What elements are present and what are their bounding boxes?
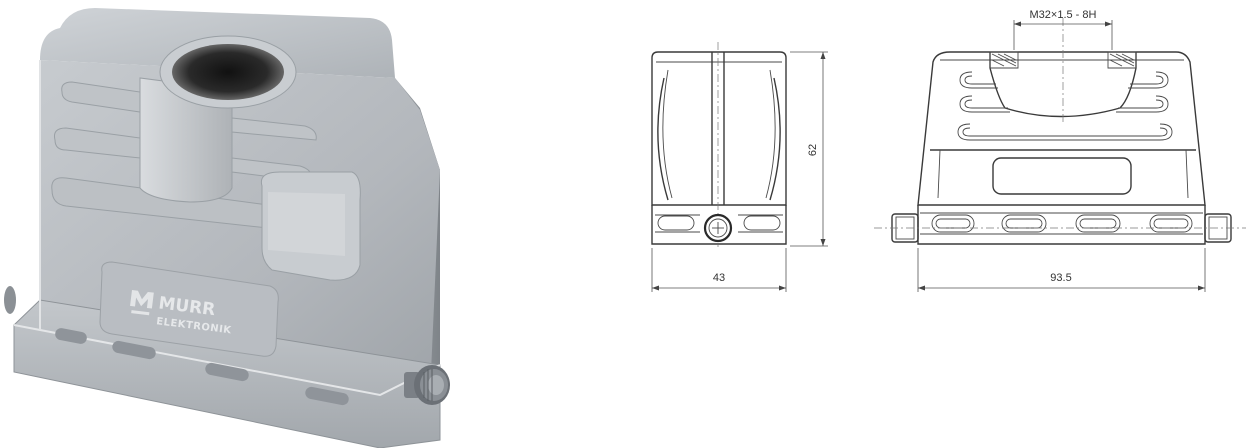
thread-label: M32×1.5 - 8H	[1030, 9, 1097, 21]
product-photo: MURR ELEKTRONIK	[4, 8, 450, 448]
locking-screw	[404, 365, 450, 405]
front-width-label: 93.5	[1050, 272, 1071, 284]
side-width-label: 43	[713, 272, 725, 284]
side-view: 43 62	[651, 42, 828, 292]
front-view: M32×1.5 - 8H	[874, 9, 1246, 292]
technical-drawing: 43 62 M32×1.5 -	[651, 9, 1246, 292]
side-height-label: 62	[807, 144, 819, 156]
